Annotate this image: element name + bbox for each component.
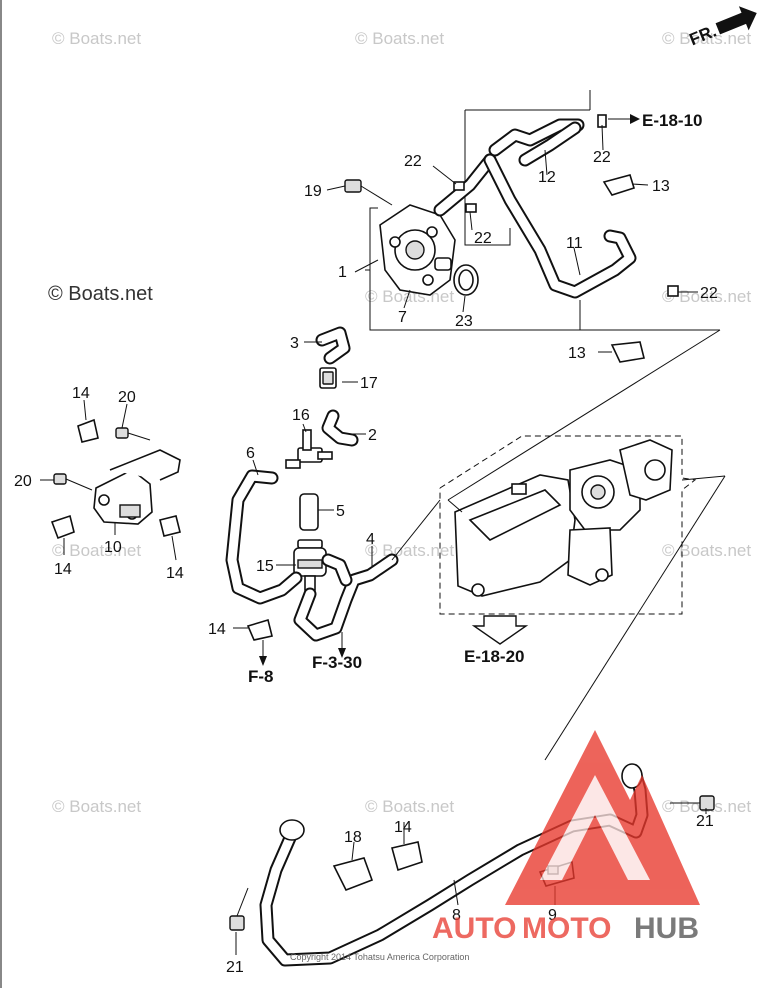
- part-number: 14: [166, 565, 184, 582]
- part-number: 2: [368, 427, 377, 444]
- part-number: 22: [700, 285, 718, 302]
- part-number: 22: [474, 230, 492, 247]
- part-number: 22: [593, 149, 611, 166]
- hose-clamp: [246, 618, 273, 641]
- ref-e-18-10[interactable]: E-18-10: [642, 111, 702, 130]
- watermark: © Boats.net: [365, 797, 454, 816]
- filter-group: [225, 326, 399, 666]
- assembly-boundary: [439, 435, 697, 615]
- pump-center: [405, 240, 425, 260]
- hose-clip: [465, 203, 477, 213]
- intake-assembly: [391, 435, 726, 761]
- ref-arrow-icon: [471, 615, 529, 645]
- watermark-dark: © Boats.net: [48, 283, 153, 305]
- ref-f-8[interactable]: F-8: [248, 667, 274, 686]
- bracket-bolt: [115, 427, 151, 441]
- part-number: 8: [452, 907, 461, 924]
- part-number: 16: [292, 407, 310, 424]
- pump-outlet-nipple: [434, 257, 452, 271]
- part-number: 14: [394, 819, 412, 836]
- watermark: © Boats.net: [52, 797, 141, 816]
- part-number: 5: [336, 503, 345, 520]
- hose-clamp: [159, 515, 181, 537]
- part-number: 4: [366, 531, 375, 548]
- watermark: © Boats.net: [365, 541, 454, 560]
- copyright-notice: Copyright 2014 Tohatsu America Corporati…: [290, 952, 469, 962]
- part-number: 21: [696, 813, 714, 830]
- part-number: 14: [54, 561, 72, 578]
- front-arrow-icon: [715, 6, 757, 35]
- part-number: 3: [290, 335, 299, 352]
- part-number: 15: [256, 558, 274, 575]
- part-number: 11: [566, 235, 583, 252]
- part-number: 10: [104, 539, 122, 556]
- reference-labels: E-18-10 E-18-20 F-8 F-3-30: [248, 111, 702, 686]
- part-number: 23: [455, 313, 473, 330]
- bracket-group: [40, 399, 181, 561]
- hose-holder: [602, 174, 635, 196]
- hose-clamp: [391, 841, 423, 872]
- hose-clip: [667, 285, 679, 297]
- part-number: 14: [72, 385, 90, 402]
- part-number: 20: [118, 389, 136, 406]
- hose-holder: [332, 857, 374, 892]
- part-number: 13: [652, 178, 670, 195]
- pump-bolt: [344, 179, 393, 206]
- part-number: 12: [538, 169, 556, 186]
- part-number: 6: [246, 445, 255, 462]
- part-number: 19: [304, 183, 322, 200]
- tee-joint: [285, 429, 333, 469]
- hose-clip: [453, 181, 465, 191]
- part-number: 17: [360, 375, 378, 392]
- watermark: © Boats.net: [52, 29, 141, 48]
- automotohub-logo: [505, 730, 700, 905]
- hose-end-fitting: [279, 819, 305, 841]
- ref-e-18-20[interactable]: E-18-20: [464, 647, 524, 666]
- part-number: 22: [404, 153, 422, 170]
- mounting-bolt: [229, 887, 249, 931]
- leader-lines-upper: [326, 114, 698, 353]
- short-hose: [299, 493, 319, 531]
- hose-clamp: [50, 514, 75, 540]
- watermark: © Boats.net: [662, 541, 751, 560]
- watermark-layer: © Boats.net © Boats.net © Boats.net © Bo…: [48, 29, 751, 816]
- part-number: 7: [398, 309, 407, 326]
- leader-lines-middle: [233, 341, 373, 629]
- hose-clamp: [77, 418, 99, 443]
- logo-wordmark: AUTO MOTO HUB: [432, 912, 699, 945]
- watermark: © Boats.net: [662, 29, 751, 48]
- logo-text-moto: MOTO: [522, 912, 611, 945]
- fuel-pump-group: [344, 90, 721, 501]
- watermark: © Boats.net: [52, 541, 141, 560]
- hose-holder: [610, 341, 645, 363]
- watermark: © Boats.net: [355, 29, 444, 48]
- part-number: 21: [226, 959, 244, 976]
- logo-text-hub: HUB: [634, 912, 699, 945]
- mounting-bolt: [670, 795, 715, 811]
- bracket-bolt: [53, 473, 93, 491]
- ref-f-3-30[interactable]: F-3-30: [312, 653, 362, 672]
- part-number: 18: [344, 829, 362, 846]
- part-number: 20: [14, 473, 32, 490]
- part-number: 13: [568, 345, 586, 362]
- part-number-labels: 22 19 22 1 7 23 12 11 22 13 13 22 3 17 1…: [14, 149, 718, 976]
- logo-text-auto: AUTO: [432, 912, 516, 945]
- part-number: 14: [208, 621, 226, 638]
- part-number: 9: [548, 907, 557, 924]
- part-number: 1: [338, 264, 347, 281]
